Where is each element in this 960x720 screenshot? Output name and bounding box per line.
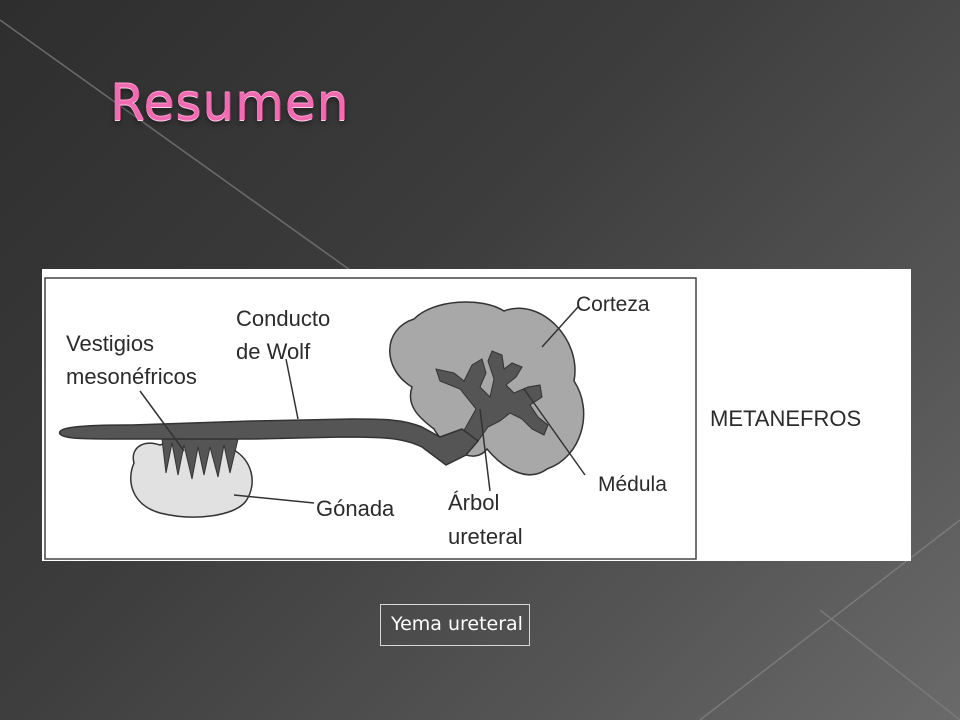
kidney-cortex <box>389 301 585 476</box>
label-vestigios-line1: Vestigios <box>66 331 154 356</box>
wolffian-duct <box>58 418 480 466</box>
slide-title: Resumen <box>110 74 350 132</box>
mesonephric-tubules <box>161 438 239 480</box>
label-conducto-line1: Conducto <box>236 306 330 331</box>
label-conducto-line2: de Wolf <box>236 339 311 364</box>
label-arbol-line2: ureteral <box>448 524 523 549</box>
label-arbol-line1: Árbol <box>448 490 499 515</box>
label-gonada: Gónada <box>316 496 395 521</box>
metanephros-diagram: Vestigios mesonéfricos Conducto de Wolf … <box>42 269 911 561</box>
caption-text: Yema ureteral <box>391 613 523 635</box>
label-medula: Médula <box>598 473 667 496</box>
caption-box: Yema ureteral <box>380 604 530 646</box>
ureteric-tree <box>435 350 549 442</box>
diagram-frame <box>44 277 697 560</box>
label-metanefros: METANEFROS <box>710 406 861 431</box>
label-corteza: Corteza <box>576 293 650 316</box>
label-vestigios-line2: mesonéfricos <box>66 364 197 389</box>
leader-lines <box>139 306 586 504</box>
